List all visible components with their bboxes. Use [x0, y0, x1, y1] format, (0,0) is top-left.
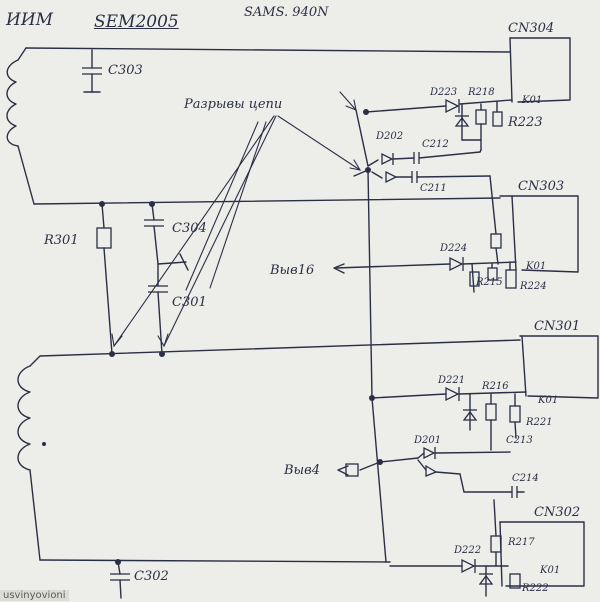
pin-k01-cn302: K01 [540, 565, 561, 576]
label-r223: R223 [508, 115, 543, 130]
resistor-r301-symbol [96, 203, 113, 355]
label-cn304: CN304 [508, 21, 555, 36]
label-r301: R301 [44, 233, 79, 248]
label-c302: C302 [134, 569, 169, 584]
connector-cn304-box [509, 37, 571, 103]
label-d201: D201 [414, 435, 442, 446]
label-r224: R224 [520, 281, 547, 292]
label-r218: R218 [468, 87, 495, 98]
annotation-exit4: Выв4 [284, 463, 320, 478]
label-r217: R217 [508, 537, 535, 548]
label-c304: C304 [172, 221, 207, 236]
diode-d201-symbol [423, 446, 436, 460]
label-d202: D202 [376, 131, 404, 142]
top-inductor [6, 47, 511, 205]
label-cn302: CN302 [534, 505, 581, 520]
label-d223: D223 [430, 87, 458, 98]
diode-d221-symbol [445, 386, 460, 402]
connector-cn301-box [519, 335, 599, 399]
label-c212: C212 [422, 139, 449, 150]
pin-k01-cn301: K01 [538, 395, 559, 406]
label-r222: R222 [522, 583, 549, 594]
bottom-inductor [17, 355, 46, 561]
label-r216: R216 [482, 381, 509, 392]
label-c303: C303 [108, 63, 143, 78]
label-c211: C211 [420, 183, 447, 194]
bottom-watermark: usvinyovioni [0, 590, 69, 601]
annotation-break-circuit: Разрывы цепи [184, 97, 283, 112]
pin-k01-cn303: K01 [526, 261, 547, 272]
diode-d224-symbol [449, 256, 464, 272]
annotation-arrows [111, 91, 362, 348]
capacitor-c302-symbol [110, 561, 130, 599]
diode-d202-symbol [381, 152, 394, 166]
diode-d222-symbol [461, 558, 476, 574]
label-d222: D222 [454, 545, 482, 556]
label-cn303: CN303 [518, 179, 565, 194]
label-d221: D221 [438, 375, 466, 386]
label-c214: C214 [512, 473, 539, 484]
annotation-exit16: Выв16 [270, 263, 315, 278]
label-r215: R215 [476, 277, 503, 288]
capacitor-c303-symbol [82, 49, 102, 93]
label-c301: C301 [172, 295, 207, 310]
diode-d223-symbol [445, 98, 460, 114]
pin-k01-cn304: K01 [522, 95, 543, 106]
label-r221: R221 [526, 417, 553, 428]
header-left: ИИМ [6, 10, 54, 30]
connector-cn302-box [499, 521, 585, 587]
label-d224: D224 [440, 243, 468, 254]
header-brand: SAMS. 940N [244, 5, 329, 20]
connector-cn303-box [499, 195, 579, 273]
label-c213: C213 [506, 435, 533, 446]
label-cn301: CN301 [534, 319, 581, 334]
header-model: SEM2005 [94, 12, 179, 32]
